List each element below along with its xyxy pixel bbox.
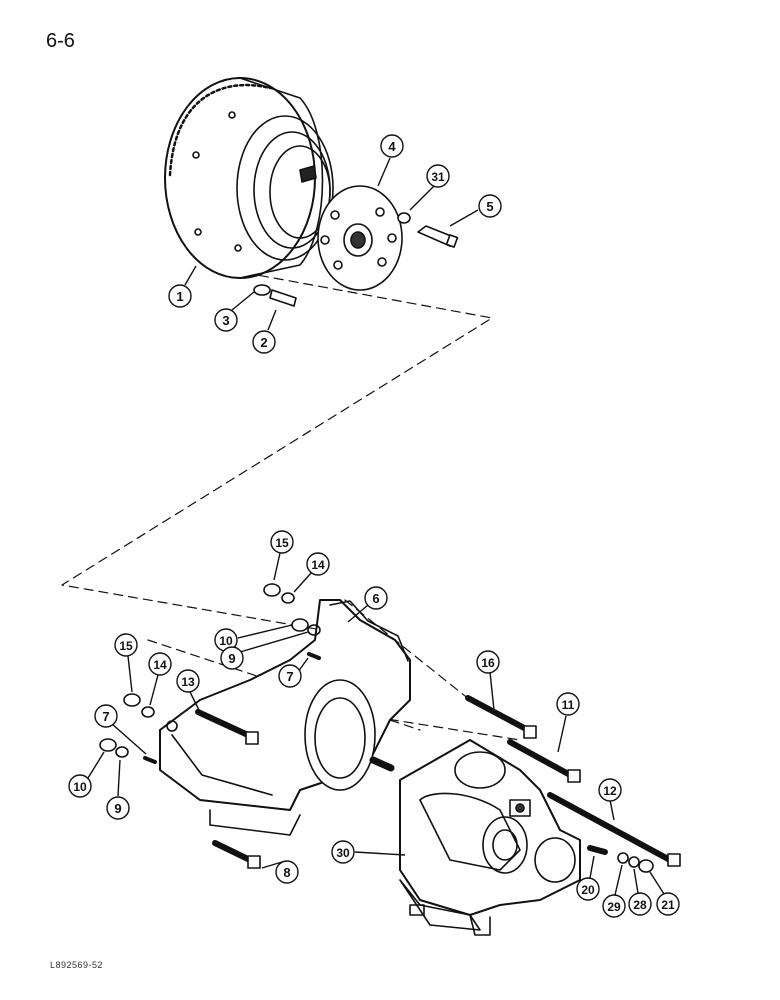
nut-10b bbox=[99, 738, 117, 752]
callout-label: 1 bbox=[176, 289, 183, 304]
callout-label: 11 bbox=[562, 698, 575, 712]
washer-9b bbox=[115, 746, 129, 758]
bolt-13 bbox=[195, 709, 251, 738]
callout-30: 30 bbox=[331, 840, 406, 864]
callout-label: 28 bbox=[633, 898, 647, 912]
callout-label: 30 bbox=[336, 846, 350, 860]
callout-7a: 7 bbox=[278, 657, 309, 688]
nut-15b bbox=[123, 693, 141, 707]
callout-label: 14 bbox=[153, 658, 167, 672]
callout-label: 21 bbox=[661, 898, 675, 912]
callout-label: 4 bbox=[388, 139, 396, 154]
adapter-housing bbox=[159, 599, 411, 836]
callout-9b: 9 bbox=[106, 759, 130, 820]
callout-label: 12 bbox=[603, 784, 617, 798]
bolt-2 bbox=[269, 289, 297, 307]
callout-label: 29 bbox=[607, 900, 621, 914]
callout-2: 2 bbox=[252, 309, 277, 354]
drawing-reference: L892569-52 bbox=[50, 960, 104, 970]
bolt-8 bbox=[212, 840, 253, 863]
callout-15b: 15 bbox=[114, 633, 138, 693]
stud-20 bbox=[587, 845, 608, 855]
callout-15a: 15 bbox=[270, 530, 294, 581]
callout-label: 2 bbox=[260, 335, 267, 350]
callout-label: 7 bbox=[286, 669, 293, 684]
washer-14a bbox=[281, 592, 295, 604]
nut-15a bbox=[263, 583, 281, 597]
callout-7b: 7 bbox=[94, 704, 147, 755]
bolt-16 bbox=[465, 695, 531, 733]
callout-label: 14 bbox=[311, 558, 325, 572]
pin-7b bbox=[143, 756, 157, 764]
page-number: 6-6 bbox=[46, 30, 75, 52]
callout-label: 8 bbox=[283, 865, 290, 880]
callout-label: 6 bbox=[372, 591, 379, 606]
callout-label: 10 bbox=[73, 780, 87, 794]
callout-label: 9 bbox=[228, 651, 235, 666]
callout-label: 10 bbox=[219, 634, 233, 648]
callout-layer: 1 2 3 4 31 5 15 14 6 10 9 7 bbox=[68, 134, 680, 918]
callout-label: 13 bbox=[181, 675, 195, 689]
callout-14a: 14 bbox=[293, 552, 330, 593]
callout-14b: 14 bbox=[148, 652, 172, 706]
washer-9a bbox=[307, 624, 321, 636]
coupling-plate bbox=[317, 185, 403, 291]
callout-label: 5 bbox=[486, 199, 493, 214]
callout-6: 6 bbox=[347, 586, 388, 623]
nut-31 bbox=[397, 212, 411, 224]
callout-label: 7 bbox=[102, 709, 109, 724]
callout-5: 5 bbox=[449, 194, 502, 227]
callout-4: 4 bbox=[377, 134, 404, 187]
washer-29 bbox=[617, 852, 629, 864]
flywheel bbox=[164, 77, 334, 279]
callout-12: 12 bbox=[598, 778, 622, 821]
callout-label: 16 bbox=[481, 656, 495, 670]
pin-7a bbox=[307, 652, 321, 660]
callout-28: 28 bbox=[628, 868, 652, 916]
callout-31: 31 bbox=[409, 164, 450, 211]
bolt-5 bbox=[417, 225, 459, 248]
callout-1: 1 bbox=[168, 265, 197, 308]
washer-3 bbox=[253, 284, 271, 296]
hydraulic-pump bbox=[399, 739, 581, 936]
callout-13: 13 bbox=[176, 669, 201, 713]
nut-10a bbox=[291, 618, 309, 632]
callout-20: 20 bbox=[576, 855, 600, 901]
callout-label: 3 bbox=[222, 313, 229, 328]
callout-21: 21 bbox=[649, 871, 680, 916]
callout-8: 8 bbox=[261, 860, 299, 884]
callout-label: 15 bbox=[275, 536, 289, 550]
callout-label: 20 bbox=[581, 883, 595, 897]
bolt-11 bbox=[507, 739, 575, 779]
callout-10a: 10 bbox=[214, 624, 293, 652]
nut-21 bbox=[638, 859, 654, 873]
callout-29: 29 bbox=[602, 864, 626, 918]
callout-16: 16 bbox=[476, 650, 500, 711]
callout-11: 11 bbox=[556, 692, 580, 753]
shaft-stub bbox=[369, 756, 395, 772]
callout-label: 9 bbox=[114, 801, 121, 816]
washer-14b bbox=[141, 706, 155, 718]
washer-28 bbox=[628, 856, 640, 868]
bolt-12 bbox=[547, 792, 673, 863]
callout-label: 15 bbox=[119, 639, 133, 653]
callout-3: 3 bbox=[214, 291, 255, 332]
callout-9a: 9 bbox=[220, 631, 309, 670]
callout-label: 31 bbox=[431, 170, 445, 184]
callout-10b: 10 bbox=[68, 751, 105, 798]
